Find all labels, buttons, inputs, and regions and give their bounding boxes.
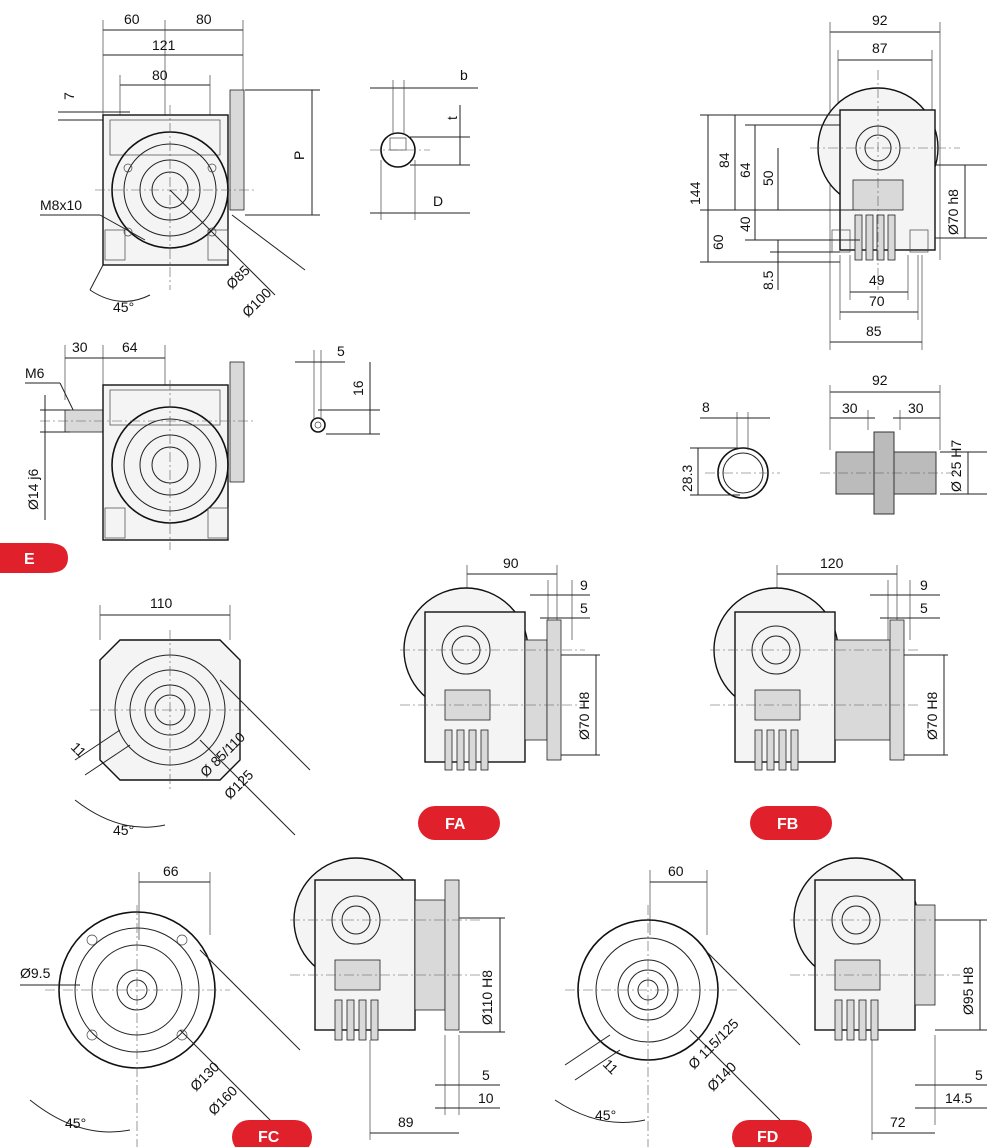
- dim-7: 7: [61, 92, 77, 100]
- dim-64: 64: [737, 162, 753, 178]
- dim-30b: 30: [908, 400, 924, 416]
- dim-hole-11-fd: 11: [600, 1056, 622, 1078]
- dim-72: 72: [890, 1114, 906, 1130]
- dim-8-5: 8.5: [760, 270, 776, 290]
- dim-92: 92: [872, 372, 888, 388]
- output-shaft-detail: 92 30 30 Ø 25 H7: [820, 372, 987, 515]
- dim-40: 40: [737, 216, 753, 232]
- dim-t: t: [444, 116, 460, 120]
- dim-5: 5: [580, 600, 588, 616]
- dim-d70-h8: Ø70 H8: [924, 692, 940, 740]
- dim-hole-11: 11: [68, 739, 90, 761]
- hollow-detail: 8 28.3: [679, 399, 780, 499]
- dim-d110-h8: Ø110 H8: [479, 970, 495, 1025]
- dim-angle-45-flange: 45°: [113, 822, 134, 838]
- dim-85: 85: [866, 323, 882, 339]
- dim-84: 84: [716, 152, 732, 168]
- dim-d: D: [433, 193, 443, 209]
- badge-e: E: [0, 543, 68, 573]
- dim-5: 5: [337, 343, 345, 359]
- dim-d70-h8: Ø70 h8: [945, 189, 961, 235]
- dim-14-5: 14.5: [945, 1090, 972, 1106]
- dim-16: 16: [350, 380, 366, 396]
- view-fd-flange: 60 Ø 115/125 Ø140 11 45°: [554, 863, 801, 1147]
- dim-d14-j6: Ø14 j6: [25, 469, 41, 510]
- dim-d160: Ø160: [205, 1082, 241, 1118]
- badge-fd-label: FD: [757, 1129, 778, 1146]
- dim-50: 50: [760, 170, 776, 186]
- dim-d95-h8: Ø95 H8: [960, 967, 976, 1015]
- dim-60: 60: [710, 234, 726, 250]
- dim-90: 90: [503, 555, 519, 571]
- dim-64: 64: [122, 339, 138, 355]
- badge-fd-shape: [732, 1120, 812, 1147]
- view-fc-flange: 66 Ø9.5 Ø130 Ø160 45°: [20, 863, 301, 1147]
- dim-49: 49: [869, 272, 885, 288]
- dim-10: 10: [478, 1090, 494, 1106]
- dim-60: 60: [668, 863, 684, 879]
- dim-d130: Ø130: [187, 1058, 223, 1094]
- badge-fb-shape: [750, 806, 832, 840]
- view-e-front: 60 80 121 80 7 P M8x10 Ø85: [40, 11, 320, 320]
- badge-fc: FC: [232, 1120, 312, 1147]
- badge-fa-shape: [418, 806, 500, 840]
- dim-d85: Ø85: [223, 262, 253, 292]
- dim-9: 9: [580, 577, 588, 593]
- dim-30: 30: [72, 339, 88, 355]
- dim-p: P: [291, 151, 307, 160]
- dim-thread-m8x10: M8x10: [40, 197, 82, 213]
- small-key-detail: 5 16: [295, 343, 380, 435]
- badge-fd: FD: [732, 1120, 812, 1147]
- dim-89: 89: [398, 1114, 414, 1130]
- view-fd-side: Ø95 H8 5 14.5 72: [790, 857, 987, 1140]
- dim-d70-h8: Ø70 H8: [576, 692, 592, 740]
- badge-fa: FA: [418, 806, 500, 840]
- dim-d9-5: Ø9.5: [20, 965, 51, 981]
- badge-e-label: E: [24, 551, 35, 568]
- view-side: 92 87 144 84 64 50 60 40: [687, 12, 987, 350]
- dim-30a: 30: [842, 400, 858, 416]
- dim-5: 5: [482, 1067, 490, 1083]
- view-fa: 90 9 5 Ø70 H8: [400, 555, 600, 771]
- dim-92: 92: [872, 12, 888, 28]
- dim-9: 9: [920, 577, 928, 593]
- dim-d25-h7: Ø 25 H7: [948, 440, 964, 492]
- dim-8: 8: [702, 399, 710, 415]
- view-fb: 120 9 5 Ø70 H8: [710, 555, 948, 771]
- dim-thread-m6: M6: [25, 365, 45, 381]
- dim-d140: Ø140: [704, 1058, 740, 1094]
- badge-e-shape: [0, 543, 68, 573]
- view-fc-side: Ø110 H8 5 10 89: [290, 857, 505, 1140]
- dim-110: 110: [150, 595, 173, 611]
- dim-60: 60: [124, 11, 140, 27]
- dim-angle-45: 45°: [113, 299, 134, 315]
- dim-66: 66: [163, 863, 179, 879]
- dim-144: 144: [687, 181, 703, 205]
- view-e-input-shaft: 30 64 M6 Ø14 j6: [25, 339, 255, 550]
- flange-e-view: 110 Ø 85/110 Ø125 11 45°: [68, 595, 311, 838]
- dim-121: 121: [152, 37, 176, 53]
- dim-80b: 80: [152, 67, 168, 83]
- dim-70: 70: [869, 293, 885, 309]
- dim-5: 5: [975, 1067, 983, 1083]
- badge-fb: FB: [750, 806, 832, 840]
- badge-fc-shape: [232, 1120, 312, 1147]
- dim-angle-45-fc: 45°: [65, 1115, 86, 1131]
- badge-fa-label: FA: [445, 816, 466, 833]
- dim-angle-45-fd: 45°: [595, 1107, 616, 1123]
- dim-b: b: [460, 67, 468, 83]
- dim-120: 120: [820, 555, 844, 571]
- shaft-key-detail: b t D: [370, 67, 478, 220]
- dim-87: 87: [872, 40, 888, 56]
- dim-5: 5: [920, 600, 928, 616]
- dim-80: 80: [196, 11, 212, 27]
- badge-fc-label: FC: [258, 1129, 280, 1146]
- badge-fb-label: FB: [777, 816, 798, 833]
- dim-28-3: 28.3: [679, 465, 695, 492]
